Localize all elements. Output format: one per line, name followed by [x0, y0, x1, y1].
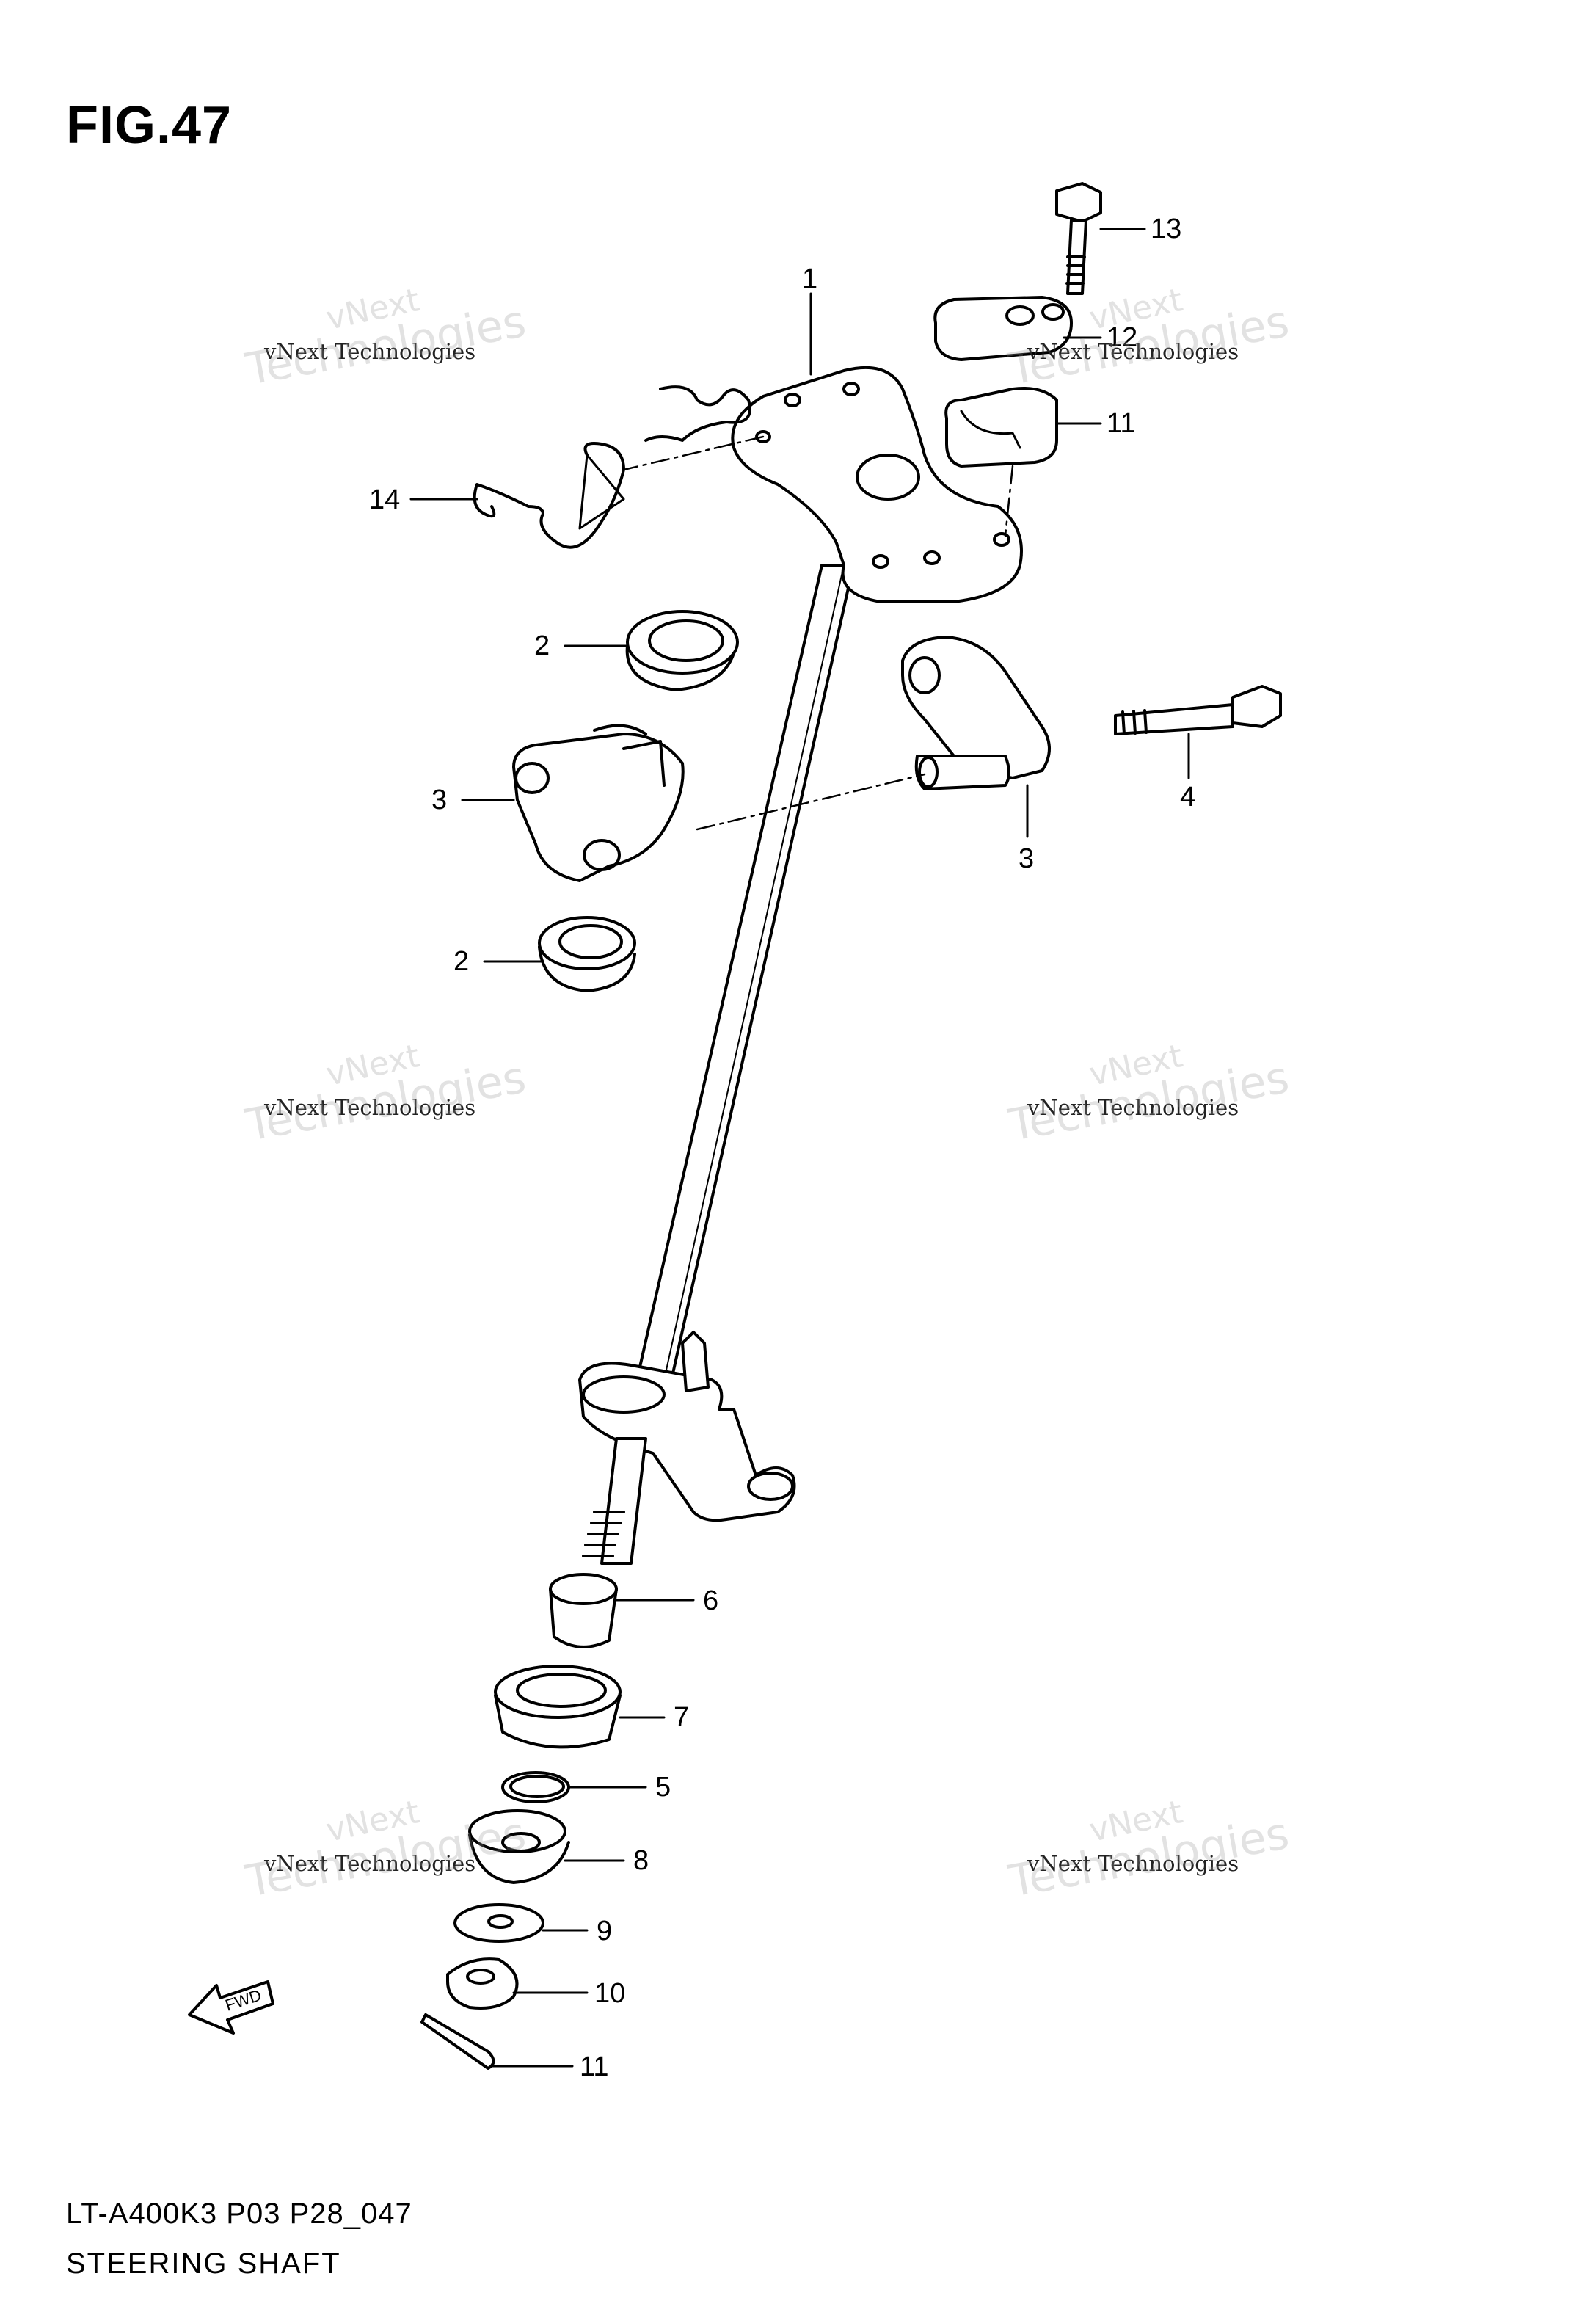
- upper-plate-part: [731, 366, 1023, 603]
- upper-holder-part: [933, 296, 1073, 468]
- callout-5: 5: [655, 1772, 671, 1803]
- steering-shaft-part: [578, 564, 855, 1565]
- cotter-pin-part: [420, 2013, 495, 2070]
- bushing-part: [549, 1573, 618, 1648]
- leader-lines: [409, 228, 1190, 2068]
- callout-2-upper: 2: [534, 630, 550, 661]
- callout-1: 1: [802, 263, 817, 294]
- callout-10: 10: [594, 1978, 625, 2009]
- callout-11: 11: [580, 2051, 608, 2082]
- bolt-14-part: [1055, 182, 1102, 295]
- callout-9: 9: [597, 1916, 612, 1946]
- callout-3-left: 3: [431, 785, 447, 815]
- model-code: LT-A400K3 P03 P28_047: [66, 2198, 412, 2230]
- callout-3-right: 3: [1019, 843, 1034, 874]
- callout-2-lower: 2: [453, 946, 469, 977]
- callout-12: 11: [1107, 408, 1135, 439]
- callout-14: 13: [1151, 214, 1181, 244]
- o-ring-part: [501, 1771, 570, 1803]
- callout-13: 12: [1107, 322, 1137, 353]
- oil-seal-part: [494, 1665, 622, 1749]
- fwd-arrow-icon: [188, 1980, 274, 2035]
- callout-8: 8: [633, 1845, 649, 1876]
- seal-upper-part: [625, 610, 739, 691]
- holder-upper-right-part: [901, 636, 1051, 790]
- bearing-part: [468, 1809, 570, 1884]
- figure-caption: STEERING SHAFT: [66, 2247, 341, 2280]
- wire-clip-part: [473, 385, 751, 549]
- nut-part: [446, 1957, 519, 2010]
- callout-15: 14: [369, 484, 400, 515]
- bolt-4-part: [1114, 685, 1282, 735]
- figure-title: FIG.47: [66, 96, 233, 155]
- holder-lower-left-part: [512, 724, 685, 882]
- washer-part: [453, 1903, 544, 1943]
- callout-6: 6: [703, 1585, 718, 1616]
- seal-lower-part: [538, 916, 636, 992]
- callout-7: 7: [674, 1702, 689, 1733]
- callout-4: 4: [1180, 782, 1195, 813]
